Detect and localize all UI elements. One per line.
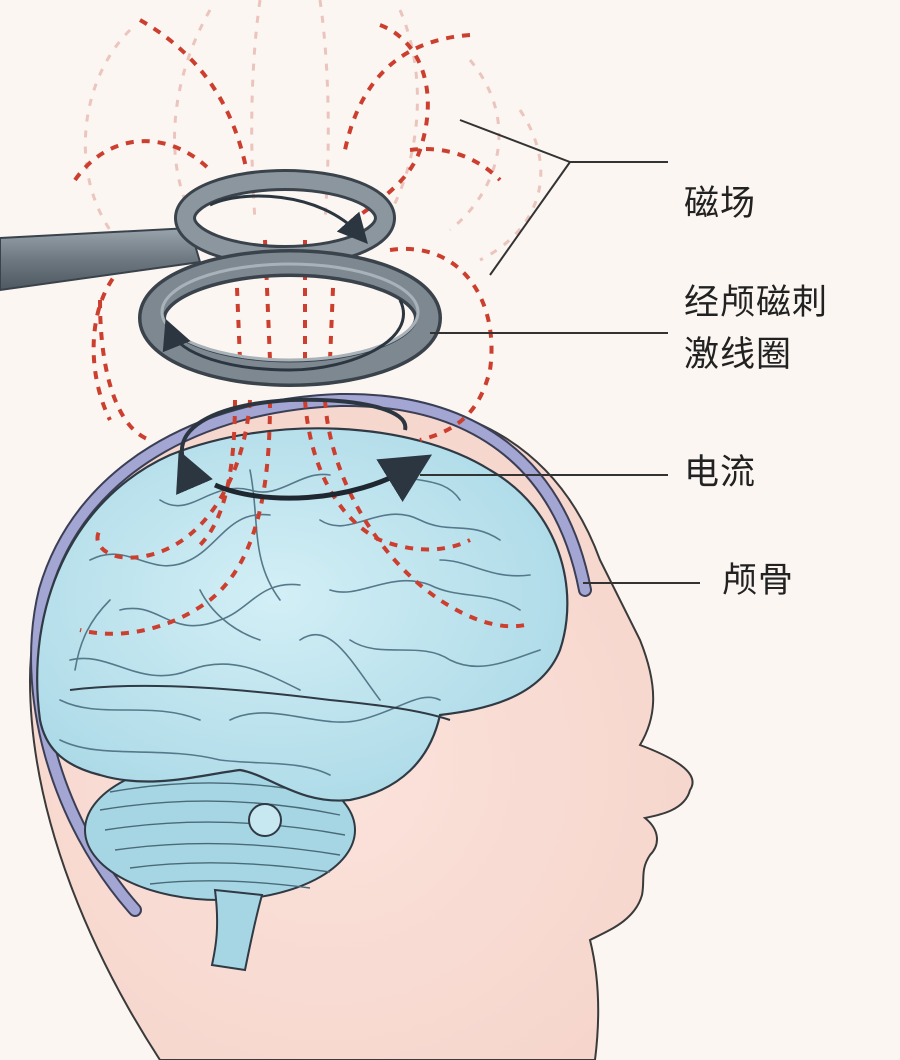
field-lines-faint <box>83 0 543 262</box>
label-coil-line1: 经颅磁刺 <box>684 283 829 323</box>
leader-lines <box>420 119 700 584</box>
induced-current-arc <box>176 397 408 495</box>
brainstem <box>210 888 264 972</box>
label-skull: 颅骨 <box>722 561 795 601</box>
brain-gyri <box>59 459 541 776</box>
brain <box>36 427 569 802</box>
current-arrow <box>213 454 433 503</box>
label-magnetic-field: 磁场 <box>684 184 757 224</box>
tms-coil <box>138 169 442 387</box>
coil-arrow-top <box>209 194 368 244</box>
coil-arrow-bottom <box>162 299 405 372</box>
lateral-fissure <box>69 684 451 721</box>
label-current: 电流 <box>684 453 757 493</box>
label-coil-line2: 激线圈 <box>684 335 793 375</box>
pons <box>248 803 282 837</box>
